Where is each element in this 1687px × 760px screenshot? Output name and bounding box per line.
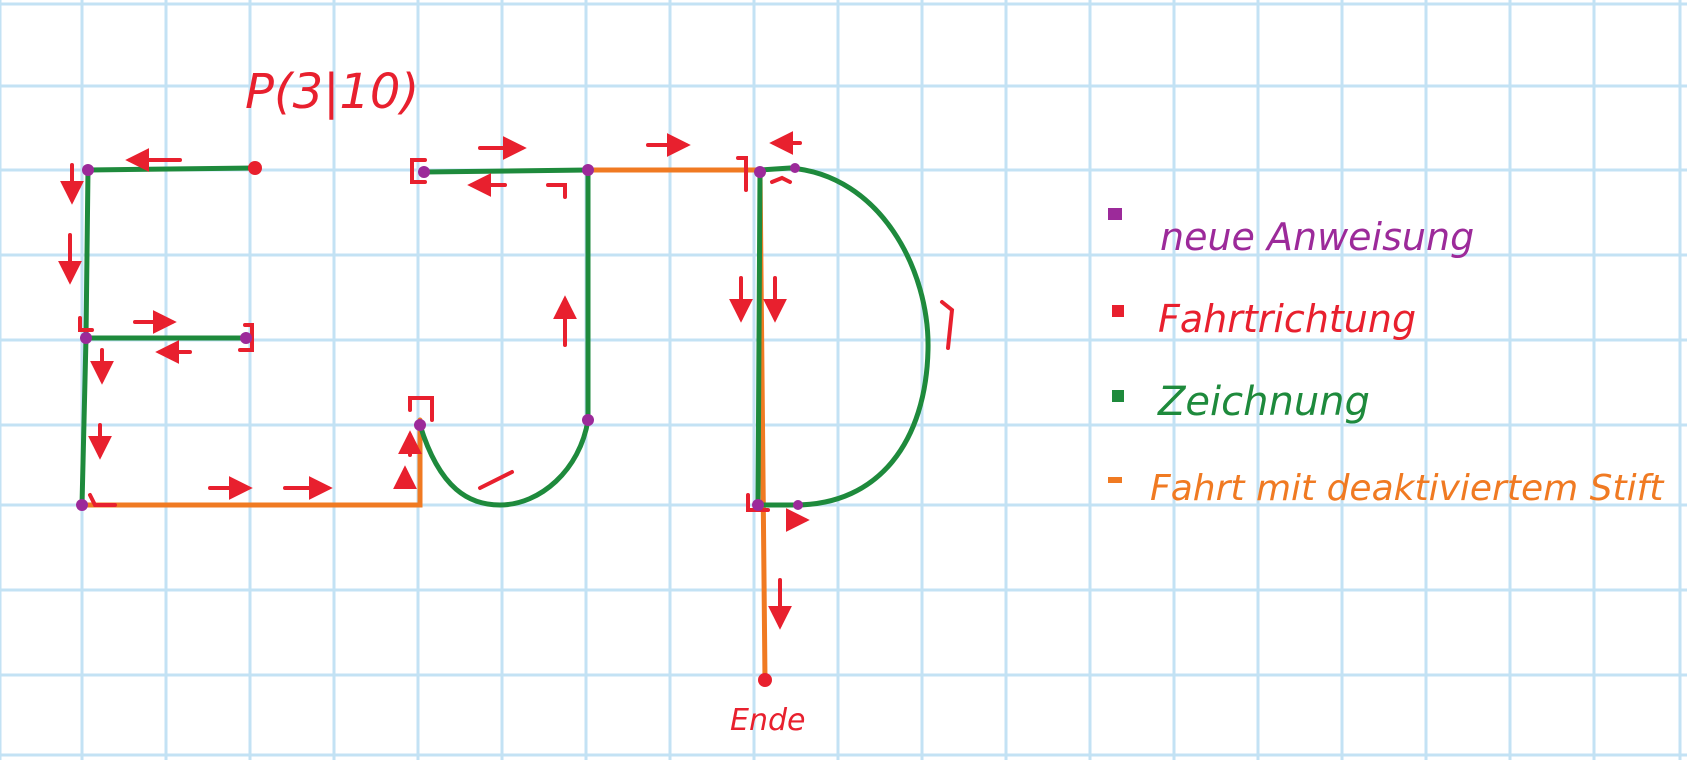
legend-label-direction: Fahrtrichtung	[1158, 297, 1416, 341]
arrow-corner	[546, 183, 567, 199]
instruction-points	[76, 163, 803, 511]
instruction-point	[752, 499, 764, 511]
instruction-point	[76, 499, 88, 511]
legend-swatch-direction	[1112, 305, 1124, 317]
legend-label-instruction: neue Anweisung	[1160, 215, 1474, 259]
legend-label-pen-up: Fahrt mit deaktiviertem Stift	[1150, 468, 1665, 509]
instruction-point	[754, 166, 766, 178]
start-point-label: P(3|10)	[245, 64, 419, 120]
legend-label-drawing: Zeichnung	[1157, 379, 1370, 425]
legend-swatch-pen-up	[1108, 477, 1122, 483]
letter-j-hook	[417, 417, 591, 508]
end-point	[758, 673, 772, 687]
drawing-paths	[79, 165, 931, 508]
legend-swatch-instruction	[1108, 208, 1122, 220]
arrow-corner	[408, 396, 434, 422]
arrow-curve	[940, 300, 955, 350]
instruction-point	[790, 163, 800, 173]
legend-swatch-drawing	[1112, 390, 1124, 402]
arrow-corner	[746, 493, 770, 512]
arrow-corner	[238, 323, 254, 352]
arrow-corner	[88, 493, 117, 507]
legend: neue Anweisung Fahrtrichtung Zeichnung F…	[1108, 208, 1665, 509]
letter-j-top	[421, 167, 591, 175]
instruction-point	[240, 332, 252, 344]
letter-e-top	[85, 165, 258, 173]
letter-d-stem	[755, 169, 763, 508]
instruction-point	[582, 414, 594, 426]
letter-d-bow	[755, 165, 931, 508]
end-label: Ende	[730, 703, 805, 738]
arrow-corner	[410, 158, 427, 184]
arrow-corner	[736, 156, 748, 192]
arrow-corner	[770, 175, 792, 184]
instruction-point	[582, 164, 594, 176]
start-point	[248, 161, 262, 175]
instruction-point	[793, 500, 803, 510]
instruction-point	[82, 164, 94, 176]
direction-arrows	[58, 131, 955, 630]
instruction-point	[418, 166, 430, 178]
arrow-corner	[78, 316, 94, 332]
arrow-curve	[478, 470, 514, 490]
instruction-point	[414, 419, 426, 431]
instruction-point	[80, 332, 92, 344]
